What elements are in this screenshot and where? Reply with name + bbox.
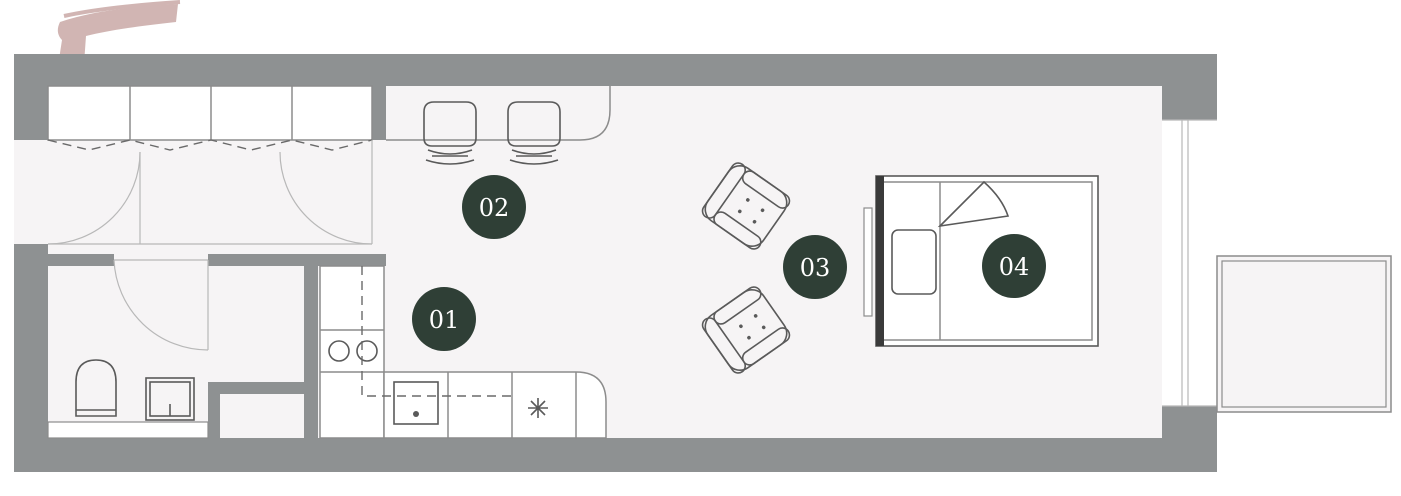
room-marker-label: 01 [429,306,460,334]
room-marker-02: 02 [462,175,526,239]
armchair [701,162,791,250]
room-marker-label: 02 [479,194,510,222]
bed [863,175,1099,347]
kitchen [319,265,607,439]
bar-counter [386,86,611,165]
bar-stool [423,101,477,165]
room-marker-03: 03 [783,235,847,299]
sink [145,377,195,421]
wardrobe [47,85,373,245]
room-marker-01: 01 [412,287,476,351]
armchair [701,286,791,374]
room-marker-label: 04 [999,253,1030,281]
room-markers: 01 02 03 04 [412,175,1046,351]
room-marker-04: 04 [982,234,1046,298]
toilet [75,359,117,417]
balcony [1216,255,1392,413]
room-marker-label: 03 [800,254,831,282]
bar-stool [507,101,561,165]
bathroom [47,259,209,439]
lounge-chairs [701,162,791,374]
